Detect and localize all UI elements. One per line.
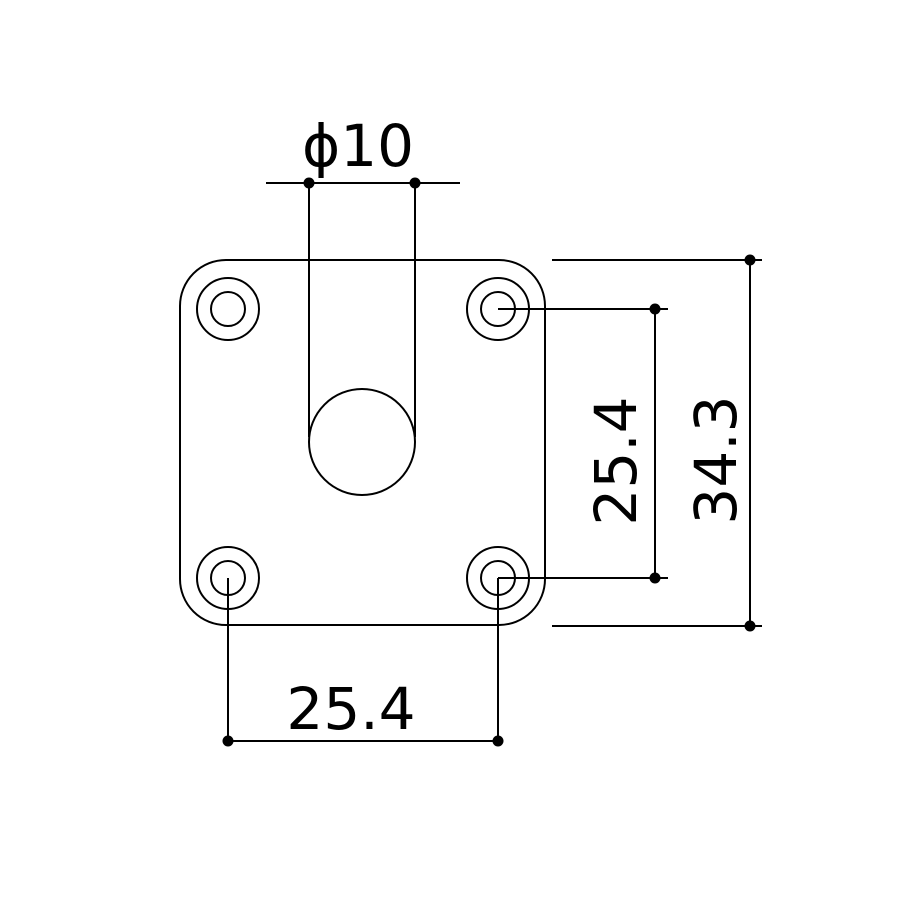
horizontal-spacing-label: 25.4 [286, 675, 415, 743]
vertical-spacing-label: 25.4 [582, 396, 650, 525]
horizontal-dot-left [222, 735, 234, 747]
vertical-dot-top [649, 303, 661, 315]
plate-height-dimension: 34.3 [552, 254, 762, 632]
height-dot-bottom [744, 620, 756, 632]
height-dot-top [744, 254, 756, 266]
vertical-spacing-dimension: 25.4 [498, 303, 668, 584]
plate-height-label: 34.3 [682, 395, 750, 524]
diameter-dot-left [303, 177, 315, 189]
mount-hole-top-left [196, 277, 260, 341]
jack-hole [308, 388, 416, 496]
plate-outline [179, 259, 546, 626]
horizontal-dot-right [492, 735, 504, 747]
vertical-dot-bottom [649, 572, 661, 584]
diameter-dimension: ϕ10 [266, 112, 460, 437]
diameter-dot-right [409, 177, 421, 189]
diameter-label: ϕ10 [302, 112, 414, 180]
horizontal-spacing-dimension: 25.4 [222, 578, 504, 747]
